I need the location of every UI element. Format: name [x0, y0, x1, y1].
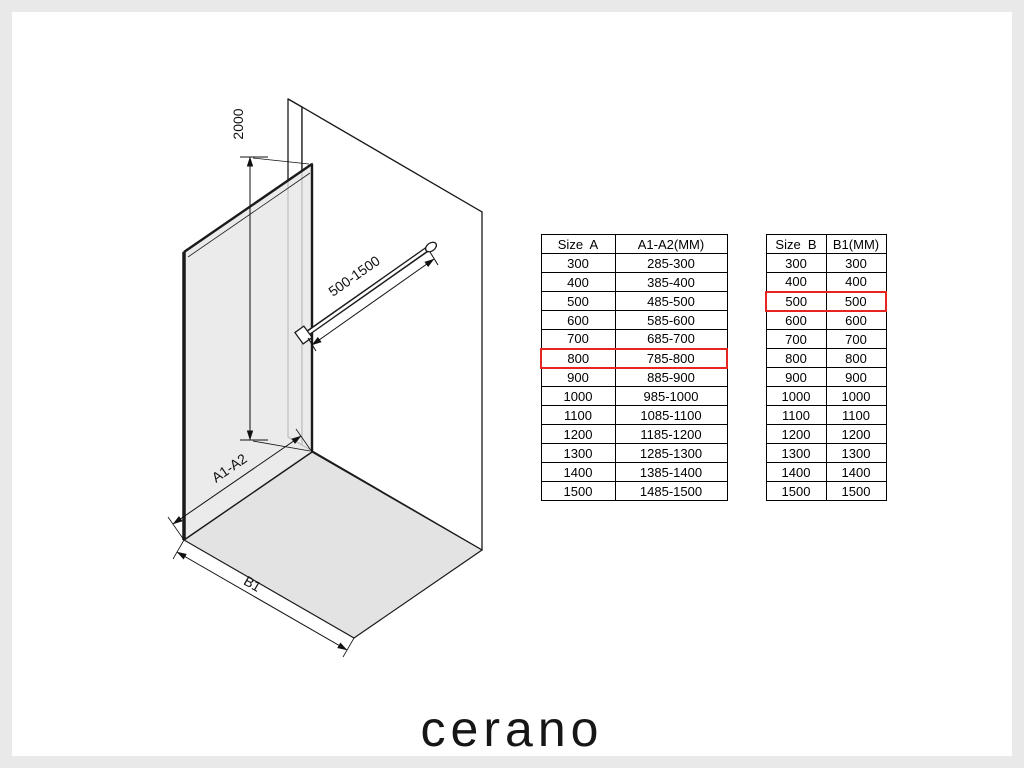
table-cell: 1285-1300 [614, 443, 728, 463]
column-header: Size A [540, 234, 616, 254]
table-cell: 1300 [765, 443, 827, 463]
table-cell: 985-1000 [614, 386, 728, 406]
table-cell: 300 [825, 253, 887, 273]
table-cell: 700 [765, 329, 827, 349]
column-header: Size B [765, 234, 827, 254]
table-cell: 1000 [825, 386, 887, 406]
table-cell: 1500 [540, 481, 616, 501]
table-cell: 900 [540, 367, 616, 387]
table-cell: 500 [540, 291, 616, 311]
table-cell: 600 [540, 310, 616, 330]
table-cell: 800 [540, 347, 616, 369]
table-cell: 1400 [825, 462, 887, 482]
table-cell: 1085-1100 [614, 405, 728, 425]
table-cell: 1400 [540, 462, 616, 482]
table-cell: 300 [540, 253, 616, 273]
table-cell: 700 [825, 329, 887, 349]
table-cell: 1300 [540, 443, 616, 463]
table-cell: 1185-1200 [614, 424, 728, 444]
column-header: B1(MM) [825, 234, 887, 254]
table-cell: 1300 [825, 443, 887, 463]
table-cell: 1100 [825, 405, 887, 425]
dimension-bar-range [307, 251, 439, 352]
table-cell: 585-600 [614, 310, 728, 330]
table-cell: 400 [765, 272, 827, 292]
dimension-width [167, 428, 313, 541]
table-cell: 785-800 [614, 347, 728, 369]
table-cell: 1500 [825, 481, 887, 501]
table-cell: 1100 [765, 405, 827, 425]
table-cell: 1000 [765, 386, 827, 406]
glass-clamp [294, 325, 313, 345]
technical-diagram: 2000 500-1500 A1-A2 B1 [167, 98, 484, 658]
table-cell: 285-300 [614, 253, 728, 273]
table-cell: 1200 [540, 424, 616, 444]
depth-dimension-label: B1 [241, 572, 264, 595]
table-cell: 1385-1400 [614, 462, 728, 482]
height-dimension-label: 2000 [230, 108, 246, 139]
table-cell: 900 [765, 367, 827, 387]
table-cell: 600 [825, 310, 887, 330]
table-cell: 685-700 [614, 329, 728, 349]
table-cell: 800 [825, 348, 887, 368]
table-cell: 1500 [765, 481, 827, 501]
table-cell: 500 [765, 290, 827, 312]
table-cell: 800 [765, 348, 827, 368]
table-cell: 485-500 [614, 291, 728, 311]
table-cell: 1200 [765, 424, 827, 444]
table-cell: 400 [540, 272, 616, 292]
dimension-depth [172, 539, 355, 658]
brand-logo: cerano [420, 701, 604, 757]
column-header: A1-A2(MM) [614, 234, 728, 254]
table-cell: 500 [825, 290, 887, 312]
table-cell: 900 [825, 367, 887, 387]
table-cell: 885-900 [614, 367, 728, 387]
table-cell: 1200 [825, 424, 887, 444]
table-cell: 700 [540, 329, 616, 349]
table-cell: 1400 [765, 462, 827, 482]
table-cell: 600 [765, 310, 827, 330]
wall-mount-flange [424, 241, 438, 253]
table-cell: 300 [765, 253, 827, 273]
table-cell: 400 [825, 272, 887, 292]
table-cell: 1000 [540, 386, 616, 406]
table-cell: 1100 [540, 405, 616, 425]
table-cell: 385-400 [614, 272, 728, 292]
table-cell: 1485-1500 [614, 481, 728, 501]
